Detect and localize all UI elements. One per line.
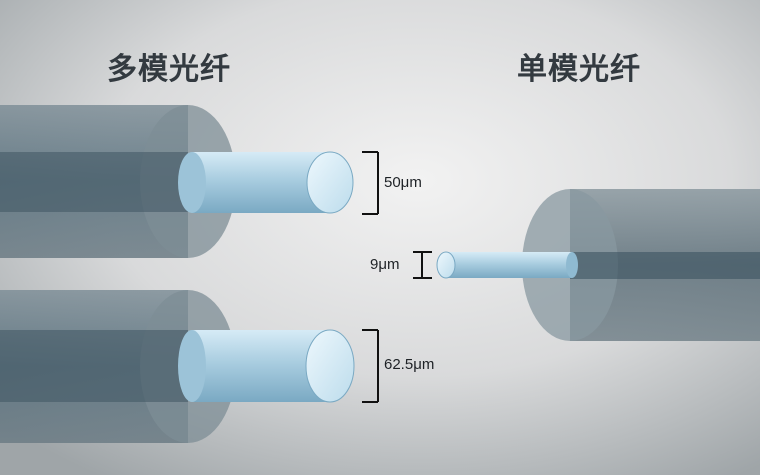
inner-band	[570, 252, 760, 279]
core-end	[306, 151, 354, 214]
singlemode-fiber	[436, 189, 760, 341]
core-start	[178, 152, 206, 213]
core-end	[436, 251, 456, 279]
dimension-label-62-5: 62.5μm	[384, 356, 435, 373]
multimode-fiber-50	[0, 105, 354, 258]
core-start	[178, 330, 206, 402]
dimension-label-50: 50μm	[384, 174, 422, 191]
title-multimode: 多模光纤	[107, 52, 231, 87]
dimension-bracket-50	[362, 151, 379, 215]
inner-band	[0, 330, 188, 402]
multimode-fiber-62-5	[0, 290, 355, 443]
dimension-label-9: 9μm	[370, 256, 400, 273]
inner-band	[0, 152, 188, 212]
title-singlemode: 单模光纤	[517, 52, 641, 87]
dimension-bracket-62-5	[362, 329, 379, 403]
core-start	[566, 252, 578, 278]
core-end	[305, 329, 355, 403]
dimension-bracket-9	[413, 251, 432, 279]
core-body	[446, 252, 572, 278]
